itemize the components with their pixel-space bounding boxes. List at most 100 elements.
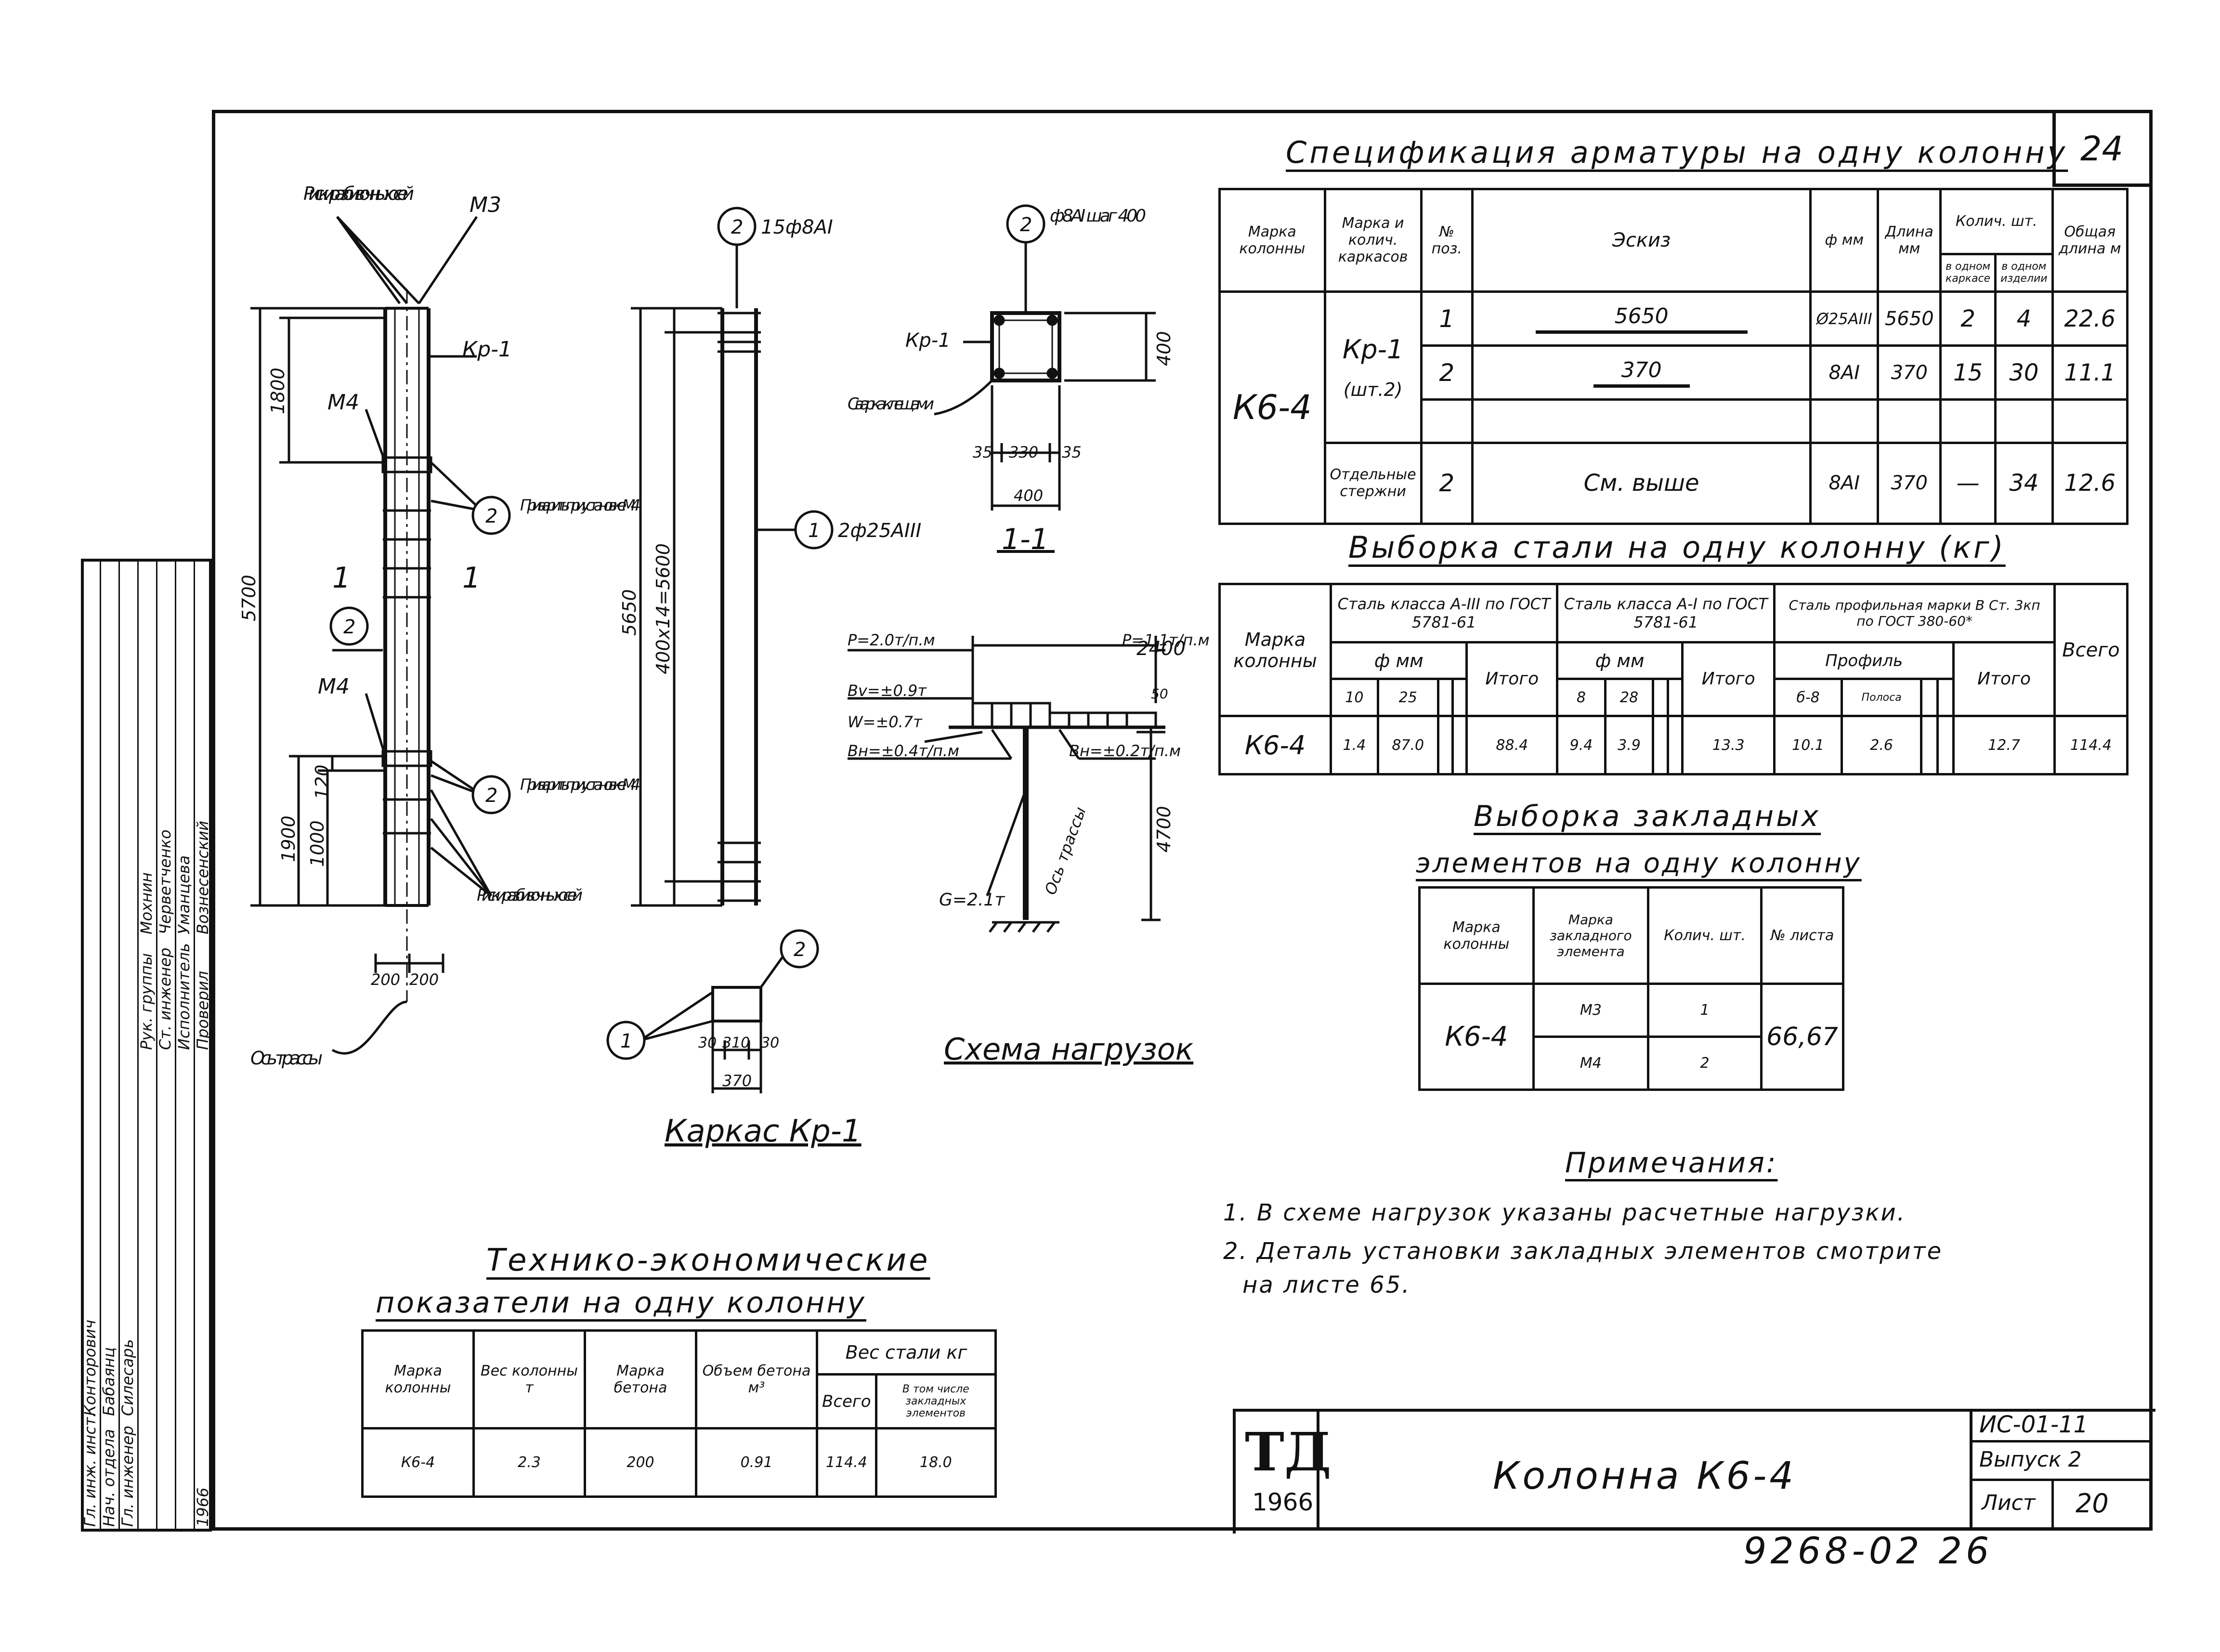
- sec-dim-400: 400: [1014, 486, 1043, 505]
- spec-pos: 2: [1420, 441, 1474, 525]
- steel-h-prof: Сталь профильная марки В Ст. 3кп по ГОСТ…: [1773, 583, 2056, 643]
- bar-dim-370: 370: [722, 1072, 752, 1090]
- notes-title: Примечания:: [1565, 1146, 1778, 1179]
- steel-blank: [1436, 715, 1454, 775]
- dim-200b: 200: [409, 970, 439, 989]
- embed-sheets: 66,67: [1760, 983, 1844, 1091]
- steel-blank: [1451, 715, 1468, 775]
- steel-blank: [1451, 678, 1468, 718]
- steel-h-dia: ф мм: [1556, 641, 1684, 681]
- pos-2-circle: 2: [343, 616, 355, 638]
- steel-val: 9.4: [1556, 715, 1606, 775]
- load-axis: Ось трассы: [1041, 804, 1090, 897]
- steel-val: 1.4: [1330, 715, 1379, 775]
- bar-dim-310: 310: [722, 1035, 750, 1051]
- stamp-code: ИС-01-11: [1979, 1411, 2089, 1438]
- load-title: Схема нагрузок: [944, 1032, 1194, 1067]
- spec-in-frame: —: [1939, 441, 1997, 525]
- steel-val: 3.9: [1604, 715, 1655, 775]
- tech-h-weight: Вес колонны т: [472, 1329, 586, 1429]
- steel-h-a3: Сталь класса А-III по ГОСТ 5781-61: [1329, 583, 1559, 643]
- load-bh2: Вн=±0.2т/п.м: [1069, 742, 1181, 760]
- stamp-sheet: 20: [2076, 1488, 2109, 1519]
- spec-pos: 1: [1420, 290, 1474, 347]
- spec-total: 12.6: [2051, 441, 2129, 525]
- steel-blank: [1652, 678, 1669, 718]
- pos-2-circle: 2: [485, 505, 497, 527]
- steel-p2: Полоса: [1840, 678, 1923, 718]
- spec-total: 22.6: [2051, 290, 2129, 347]
- spec-empty: [2051, 398, 2129, 444]
- section-kr1: Кр-1: [905, 329, 951, 352]
- load-dim-2400: 2400: [1136, 638, 1186, 660]
- tech-val: 114.4: [816, 1427, 877, 1498]
- bar2-label: 15ф8АI: [761, 216, 833, 238]
- embed-h-el: Марка закладного элемента: [1532, 886, 1650, 985]
- steel-val: 12.7: [1952, 715, 2056, 775]
- spec-h-in-item: в одном изделии: [1994, 252, 2054, 293]
- spec-total: 11.1: [2051, 344, 2129, 401]
- embed-mark: К6-4: [1418, 983, 1535, 1091]
- steel-val: 88.4: [1465, 715, 1559, 775]
- spec-len: 370: [1877, 344, 1942, 401]
- steel-h-a1: Сталь класса А-I по ГОСТ 5781-61: [1556, 583, 1776, 643]
- embed-el: М4: [1532, 1036, 1650, 1091]
- note-1: 1. В схеме нагрузок указаны расчетные на…: [1223, 1199, 1906, 1226]
- dim-200a: 200: [371, 970, 400, 989]
- tech-h-volume: Объем бетона м³: [695, 1329, 818, 1429]
- embed-qty: 2: [1647, 1036, 1763, 1091]
- tech-h-mark: Марка колонны: [361, 1329, 475, 1429]
- frame-count-text: (шт.2): [1343, 379, 1403, 400]
- stamp-logo-box: [1233, 1409, 1319, 1531]
- stamp-sheet-label: Лист: [1982, 1491, 2036, 1515]
- load-g: G=2.1т: [939, 890, 1005, 910]
- sketch-line: [1535, 330, 1748, 334]
- embed-title-2: элементов на одну колонну: [1416, 848, 1862, 879]
- load-bv: Вv=±0.9т: [848, 682, 927, 700]
- load-p2: Р=1.1т/п.м: [1122, 631, 1210, 649]
- spec-h-sketch: Эскиз: [1471, 188, 1812, 293]
- bar-dim-30b: 30: [761, 1035, 779, 1051]
- steel-table: Марка колонны Сталь класса А-III по ГОСТ…: [1218, 582, 2129, 775]
- steel-blank: [1652, 715, 1669, 775]
- spec-len: 5650: [1877, 290, 1942, 347]
- spec-h-mark: Марка колонны: [1218, 188, 1326, 293]
- spec-in-frame: 15: [1939, 344, 1997, 401]
- dim-1800: 1800: [267, 367, 288, 414]
- risks-label: Риски разбивочных осей: [303, 183, 414, 204]
- spec-sketch: См. выше: [1471, 441, 1812, 525]
- bar1-label: 2ф25АIII: [838, 520, 921, 542]
- steel-d1: 10: [1330, 678, 1379, 718]
- section-weld: Сварка клещами: [848, 394, 934, 414]
- spec-in-item: 34: [1994, 441, 2054, 525]
- m4-label-bottom: М4: [318, 674, 350, 699]
- spec-h-frames: Марка и колич. каркасов: [1323, 188, 1423, 293]
- spec-h-total: Общая длина м: [2051, 188, 2129, 293]
- tech-title-1: Технико-экономические: [486, 1243, 930, 1278]
- embed-h-qty: Колич. шт.: [1647, 886, 1763, 985]
- spec-title: Спецификация арматуры на одну колонну: [1286, 135, 2068, 170]
- steel-blank: [1666, 678, 1684, 718]
- pos-1-circle: 1: [808, 520, 820, 542]
- stamp-logo: ТД: [1245, 1421, 1332, 1483]
- load-bh1: Вн=±0.4т/п.м: [848, 742, 959, 760]
- tech-val: 18.0: [875, 1427, 997, 1498]
- embed-h-mark: Марка колонны: [1418, 886, 1535, 985]
- steel-val: 87.0: [1376, 715, 1439, 775]
- steel-h-total: Всего: [2053, 582, 2129, 718]
- spec-h-pos: № поз.: [1420, 188, 1474, 293]
- section-mark-a: 1: [332, 561, 351, 595]
- tech-h-all: Всего: [816, 1373, 877, 1429]
- m4-label-top: М4: [327, 390, 359, 415]
- bar-dim-30a: 30: [698, 1035, 717, 1051]
- pos-2-circle: 2: [794, 939, 806, 961]
- stamp-line: [2051, 1479, 2054, 1531]
- load-w: W=±0.7т: [848, 713, 923, 731]
- steel-val: 10.1: [1773, 715, 1843, 775]
- pos-2-circle: 2: [485, 785, 497, 807]
- steel-h-profile: Профиль: [1773, 641, 1955, 681]
- dim-120: 120: [312, 764, 333, 800]
- steel-h-dia: ф мм: [1329, 641, 1468, 681]
- note-3: на листе 65.: [1242, 1272, 1411, 1298]
- steel-val: 13.3: [1681, 715, 1776, 775]
